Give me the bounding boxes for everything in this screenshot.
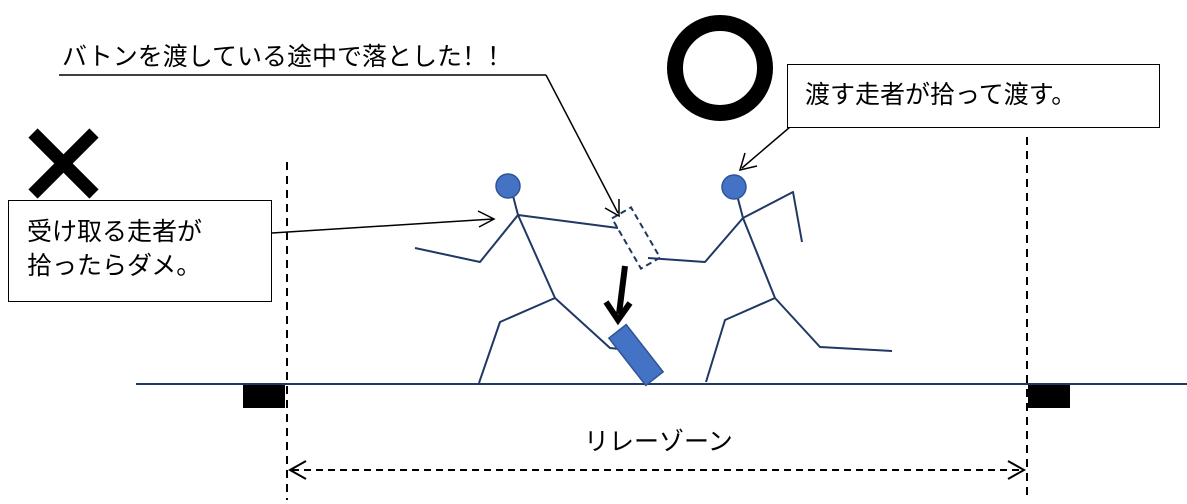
drop-note-text: バトンを渡している途中で落とした！！ xyxy=(62,42,513,71)
zone-start-marker xyxy=(243,385,285,408)
zone-arrow-right-head xyxy=(1007,460,1027,480)
drop-note-arrowhead xyxy=(604,199,620,218)
drop-arrow-head xyxy=(603,300,633,326)
good-note-leader xyxy=(741,126,791,169)
zone-label: リレーゾーン xyxy=(584,427,733,456)
receiving-runner-head xyxy=(495,173,521,199)
bad-note-line1: 受け取る走者が xyxy=(27,217,203,246)
passing-runner xyxy=(647,191,893,383)
bad-note-arrowhead xyxy=(477,210,496,228)
circle-mark xyxy=(667,15,773,121)
bad-note-box: 受け取る走者が 拾ったらダメ。 xyxy=(8,200,272,302)
receiving-runner xyxy=(414,191,649,384)
good-note-arrowhead xyxy=(738,152,758,172)
baton-in-air-outline xyxy=(610,206,662,270)
good-note-text: 渡す走者が拾って渡す。 xyxy=(805,80,1077,109)
passing-runner-head xyxy=(721,174,747,200)
bad-note-line2: 拾ったらダメ。 xyxy=(27,251,202,280)
bad-note-leader xyxy=(271,218,494,234)
drop-note-leader xyxy=(545,74,619,214)
dropped-baton xyxy=(607,323,665,387)
drop-arrow xyxy=(616,265,628,315)
cross-mark xyxy=(28,128,99,199)
zone-arrow-left-head xyxy=(287,460,307,480)
zone-end-marker xyxy=(1028,385,1070,408)
good-note-box: 渡す走者が拾って渡す。 xyxy=(787,64,1160,128)
